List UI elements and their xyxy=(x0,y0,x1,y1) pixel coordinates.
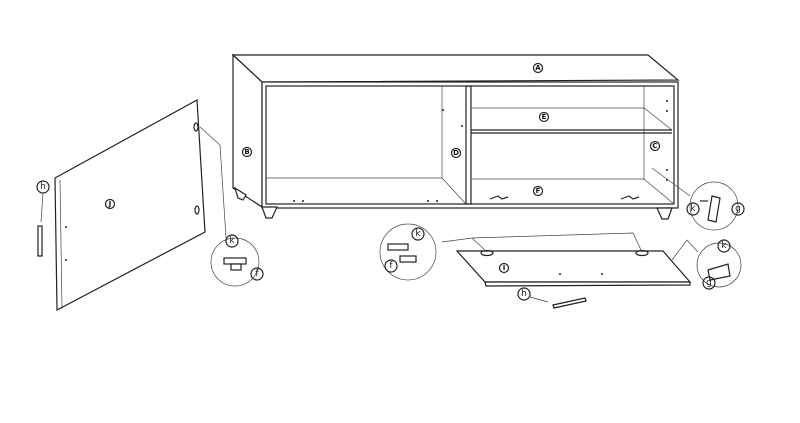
back-panel-i: I k f h k g xyxy=(379,223,742,309)
label-g: g xyxy=(706,278,712,288)
label-g: g xyxy=(735,204,741,214)
handle xyxy=(37,225,43,257)
label-f: f xyxy=(255,269,259,279)
side-panel-b xyxy=(232,53,263,209)
bracket-detail xyxy=(689,181,739,231)
label-k: k xyxy=(229,236,235,246)
foot xyxy=(233,186,247,201)
label-f: F xyxy=(536,187,541,195)
foot xyxy=(656,207,673,220)
divider-d xyxy=(465,85,472,205)
label-j: J xyxy=(108,200,112,208)
label-c: C xyxy=(652,142,657,150)
label-e: E xyxy=(542,113,547,121)
label-h: h xyxy=(521,289,527,299)
label-f: f xyxy=(389,261,393,271)
label-i: I xyxy=(503,264,506,272)
hinge-detail xyxy=(379,223,437,281)
cabinet-front xyxy=(261,81,679,209)
label-b: B xyxy=(244,148,249,156)
door-panel-j: J h k f xyxy=(36,99,264,311)
label-k: k xyxy=(690,204,696,214)
top-panel-a xyxy=(231,54,680,83)
foot xyxy=(261,206,278,219)
handle xyxy=(552,297,587,309)
bracket-callout: k g xyxy=(686,181,745,231)
label-k: k xyxy=(415,229,421,239)
hinge-mount xyxy=(620,195,640,200)
label-a: A xyxy=(535,64,541,72)
label-d: D xyxy=(453,149,459,157)
hinge-mount xyxy=(489,195,509,200)
label-h: h xyxy=(40,182,46,192)
hinge-detail xyxy=(210,237,260,287)
label-k: k xyxy=(721,241,727,251)
cabinet: A B C D E F xyxy=(231,53,691,220)
